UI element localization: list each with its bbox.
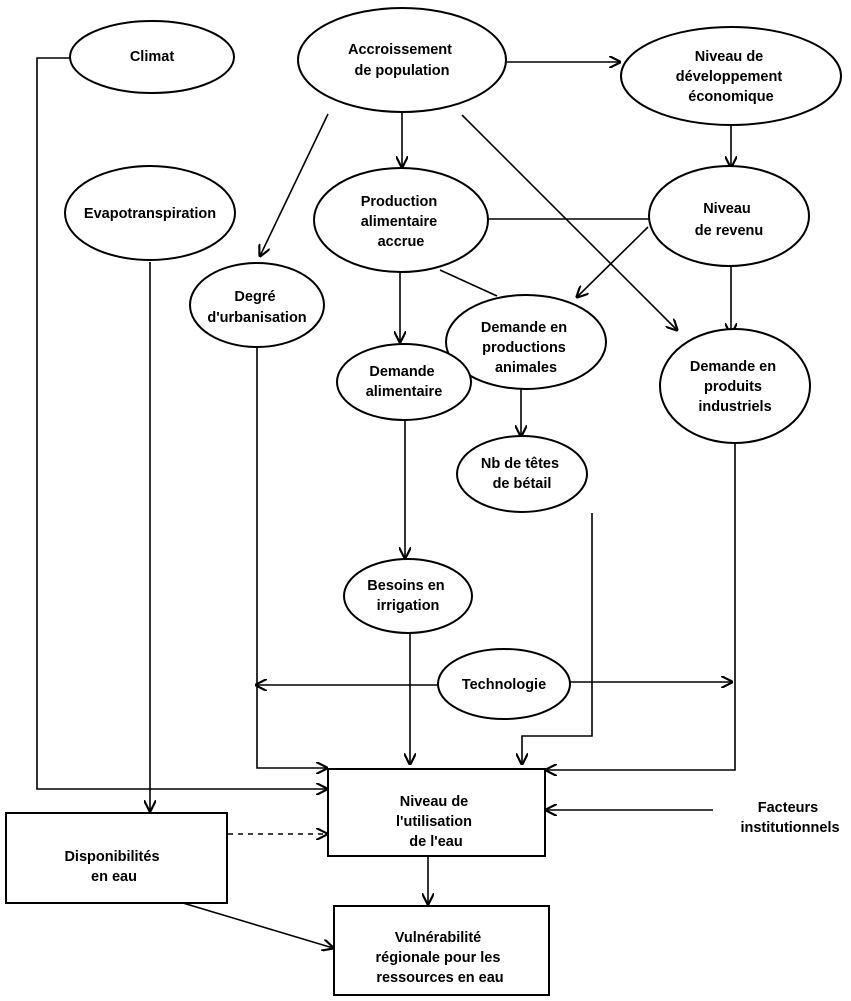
svg-text:Demande en produits: Demande en produits industriels	[690, 359, 780, 415]
svg-text:Demande alimentaire: Demande alimentaire	[366, 364, 443, 400]
svg-text:Besoins en irrigation: Besoins en irrigation	[367, 578, 448, 614]
node-demande-alimentaire: Demande alimentaire	[336, 343, 472, 421]
edge-betail-utilisation	[522, 513, 593, 764]
svg-text:Facteurs institutionnels: Facteurs institutionnels	[740, 800, 839, 836]
edge-accroissement-demande-indus	[461, 114, 677, 330]
edge-production-demande-animale	[439, 269, 498, 297]
svg-text:Production alimentaire: Production alimentaire accrue	[361, 194, 442, 250]
node-utilisation: Niveau de l'utilisation de l'eau	[327, 768, 546, 857]
edge-accroissement-urbanisation	[260, 113, 329, 256]
svg-text:Nb de têtes de bétail: Nb de têtes de bétail	[481, 456, 563, 492]
node-evapotranspiration: Evapotranspiration	[64, 165, 236, 261]
node-revenu: Niveau de revenu	[648, 165, 810, 267]
edge-demande-indus-utilisation	[546, 443, 736, 770]
node-niveau-dev: Niveau de développement économique	[620, 26, 842, 126]
svg-text:Niveau de revenu: Niveau de revenu	[695, 201, 764, 239]
node-facteurs: Facteurs institutionnels	[740, 800, 839, 836]
svg-text:Niveau de l'utilisation: Niveau de l'utilisation de l'eau	[396, 794, 476, 850]
svg-text:Technologie: Technologie	[462, 677, 546, 693]
svg-text:Disponibilités en eau: Disponibilités en eau	[64, 849, 163, 885]
edge-climat-utilisation	[36, 57, 327, 789]
svg-text:Accroissement de populat: Accroissement de population	[348, 42, 456, 79]
svg-text:Demande en productions: Demande en productions animales	[481, 320, 571, 376]
node-urbanisation: Degré d'urbanisation	[189, 262, 325, 348]
edge-disponibilites-vulnerabilite	[182, 902, 333, 948]
svg-text:Climat: Climat	[130, 49, 174, 65]
edges	[36, 57, 736, 948]
node-technologie: Technologie	[437, 648, 571, 720]
edge-urbanisation-utilisation	[256, 347, 327, 768]
node-demande-industriels: Demande en produits industriels	[659, 328, 811, 444]
node-disponibilites: Disponibilités en eau	[5, 812, 228, 904]
node-climat: Climat	[69, 20, 235, 94]
node-vulnerabilite: Vulnérabilité régionale pour les ressour…	[333, 905, 550, 996]
node-betail: Nb de têtes de bétail	[456, 435, 588, 513]
node-production: Production alimentaire accrue	[313, 167, 489, 273]
node-demande-animale: Demande en productions animales	[445, 294, 607, 390]
svg-text:Niveau de développement: Niveau de développement économique	[676, 49, 786, 105]
edge-revenu-demande-animale	[577, 226, 649, 297]
svg-text:Vulnérabilité régionale: Vulnérabilité régionale pour les ressour…	[376, 930, 505, 986]
node-irrigation: Besoins en irrigation	[343, 558, 473, 634]
svg-text:Evapotranspiration: Evapotranspiration	[84, 206, 216, 222]
svg-text:Degré d'urbanisation: Degré d'urbanisation	[207, 289, 306, 326]
node-accroissement: Accroissement de population	[297, 7, 507, 113]
